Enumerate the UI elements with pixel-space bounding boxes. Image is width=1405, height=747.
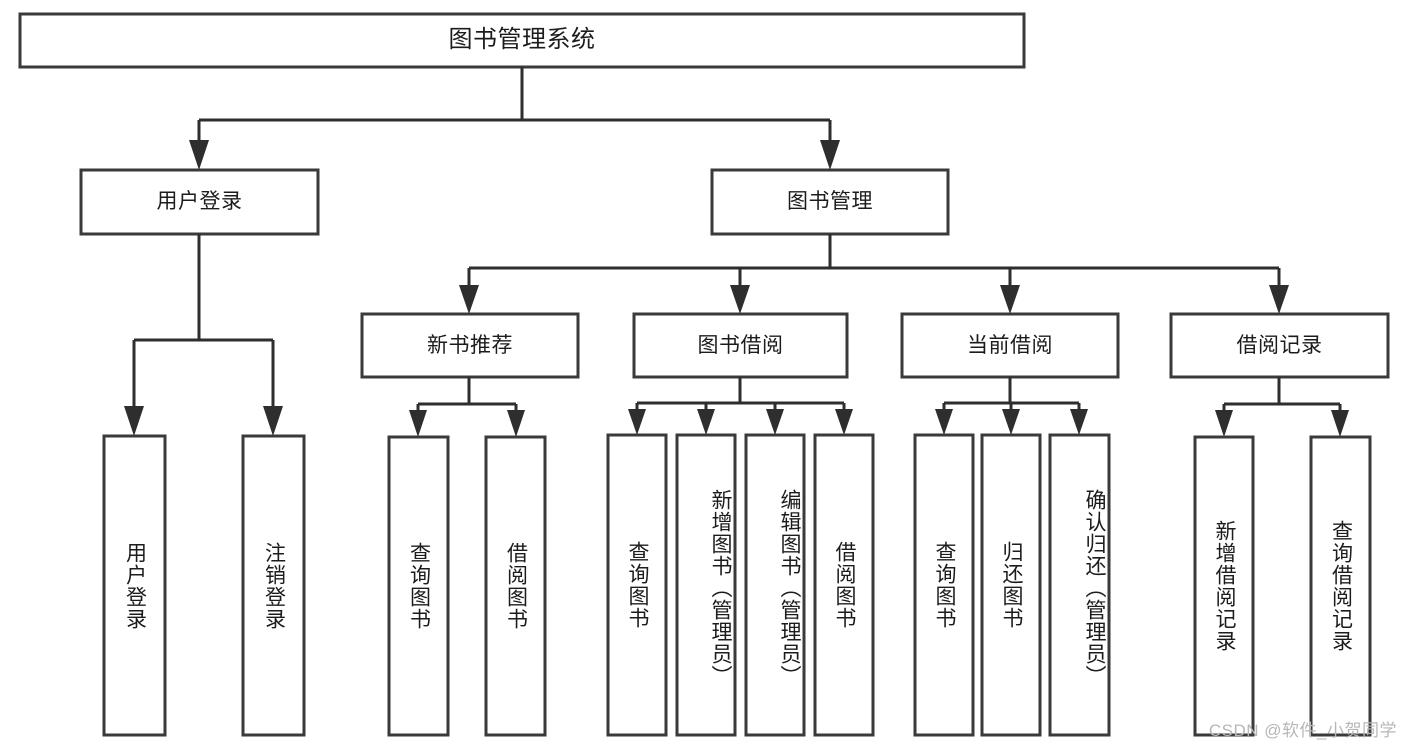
connector-user-login-to-leaves [124,234,283,436]
node-box-leaf-query-record[interactable] [1309,435,1372,737]
node-box-leaf-return-book[interactable] [980,433,1042,737]
node-box-leaf-add-record[interactable] [1193,435,1255,737]
connector-book-borrow-to-leaves [628,377,853,435]
node-box-leaf-query-book-2[interactable] [606,433,668,737]
node-box-root[interactable] [18,12,1026,69]
node-box-leaf-borrow-book-1[interactable] [484,435,547,737]
node-box-leaf-logout-login[interactable] [241,434,306,737]
node-box-leaf-query-book-1[interactable] [387,435,450,737]
connector-book-management-to-level3 [459,234,1289,314]
node-box-leaf-edit-book[interactable] [744,433,806,737]
connector-root-to-level2 [189,67,840,170]
connector-borrow-record-to-leaves [1215,377,1349,437]
node-box-leaf-borrow-book-2[interactable] [813,433,875,737]
connector-new-book-recommend-to-leaves [409,377,525,437]
node-box-leaf-query-book-3[interactable] [913,433,975,737]
connector-current-borrow-to-leaves [935,377,1088,435]
node-box-book-management[interactable] [710,168,950,236]
node-box-leaf-add-book[interactable] [675,433,737,737]
node-box-new-book-recommend[interactable] [360,312,580,379]
node-box-book-borrow[interactable] [632,312,849,379]
node-box-leaf-confirm-return[interactable] [1048,433,1111,737]
node-box-user-login[interactable] [79,168,320,236]
watermark-text: CSDN @软件_小贺同学 [1208,721,1397,740]
node-box-leaf-user-login[interactable] [102,434,167,737]
node-box-borrow-record[interactable] [1169,312,1390,379]
node-box-current-borrow[interactable] [900,312,1120,379]
